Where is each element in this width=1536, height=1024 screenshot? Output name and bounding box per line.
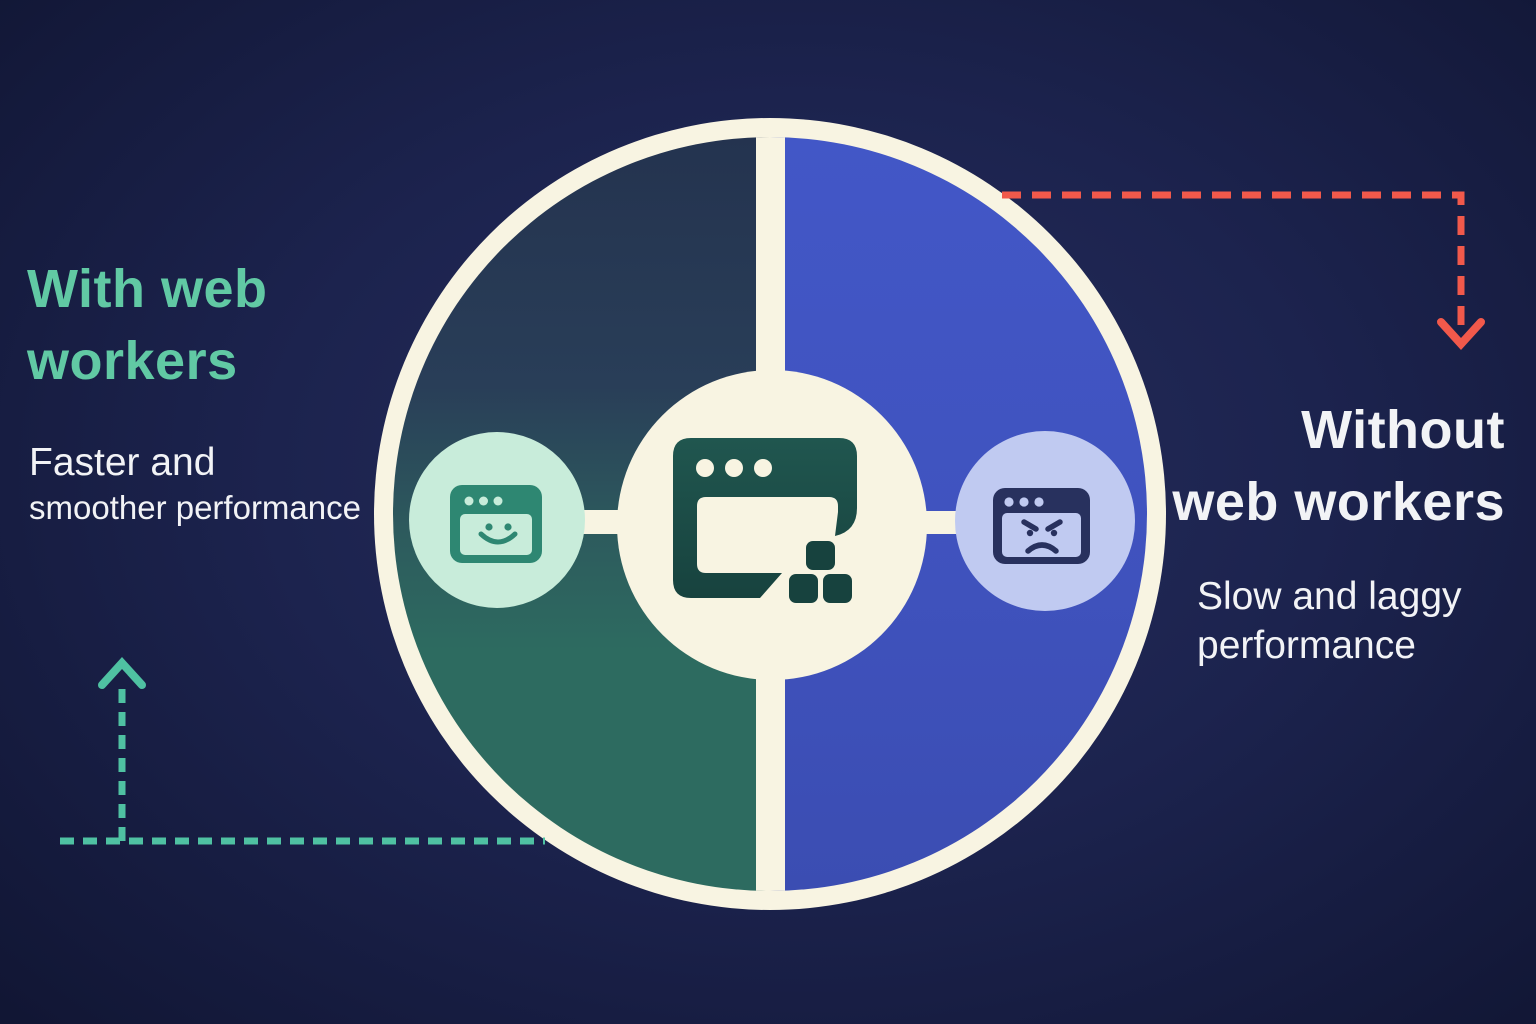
happy-browser-content <box>460 514 532 555</box>
worker-block <box>823 574 852 603</box>
red-arrow-head <box>1437 318 1485 350</box>
browser-dot <box>1004 497 1014 507</box>
teal-arrow-head <box>98 657 146 689</box>
browser-dot <box>696 459 714 477</box>
angry-brow <box>1021 519 1039 532</box>
happy-browser-icon <box>450 485 542 563</box>
browser-dot <box>754 459 772 477</box>
frown-mouth <box>1025 542 1059 554</box>
worker-block <box>806 541 835 570</box>
browser-dot <box>725 459 743 477</box>
teal-dashed-arrow <box>60 657 545 845</box>
with-web-workers-title: With web workers <box>27 259 268 391</box>
smile-mouth <box>478 531 518 545</box>
browser-dot <box>464 496 474 506</box>
with-web-workers-subtitle-line1: Faster and <box>29 441 216 484</box>
center-hub-circle <box>617 370 927 680</box>
browser-dot <box>1019 497 1029 507</box>
happy-eye <box>504 523 512 531</box>
red-arrow-line <box>1002 191 1465 330</box>
without-web-workers-subtitle: Slow and laggy performance <box>1197 575 1462 667</box>
happy-eye <box>485 523 493 531</box>
browser-dot <box>1034 497 1044 507</box>
worker-block <box>789 574 818 603</box>
with-web-workers-subtitle-line2: smoother performance <box>29 489 361 526</box>
red-dashed-arrow <box>1002 191 1485 350</box>
angry-brow <box>1045 519 1063 532</box>
browser-dot <box>493 496 503 506</box>
browser-dot <box>479 496 488 506</box>
angry-eye <box>1050 529 1058 537</box>
angry-browser-icon <box>993 488 1090 564</box>
angry-browser-content <box>1002 513 1081 557</box>
browser-window-frame <box>673 438 857 598</box>
angry-eye <box>1026 529 1034 537</box>
browser-window-with-worker-blocks-icon <box>673 438 857 603</box>
without-web-workers-title: Without web workers <box>1172 400 1505 532</box>
